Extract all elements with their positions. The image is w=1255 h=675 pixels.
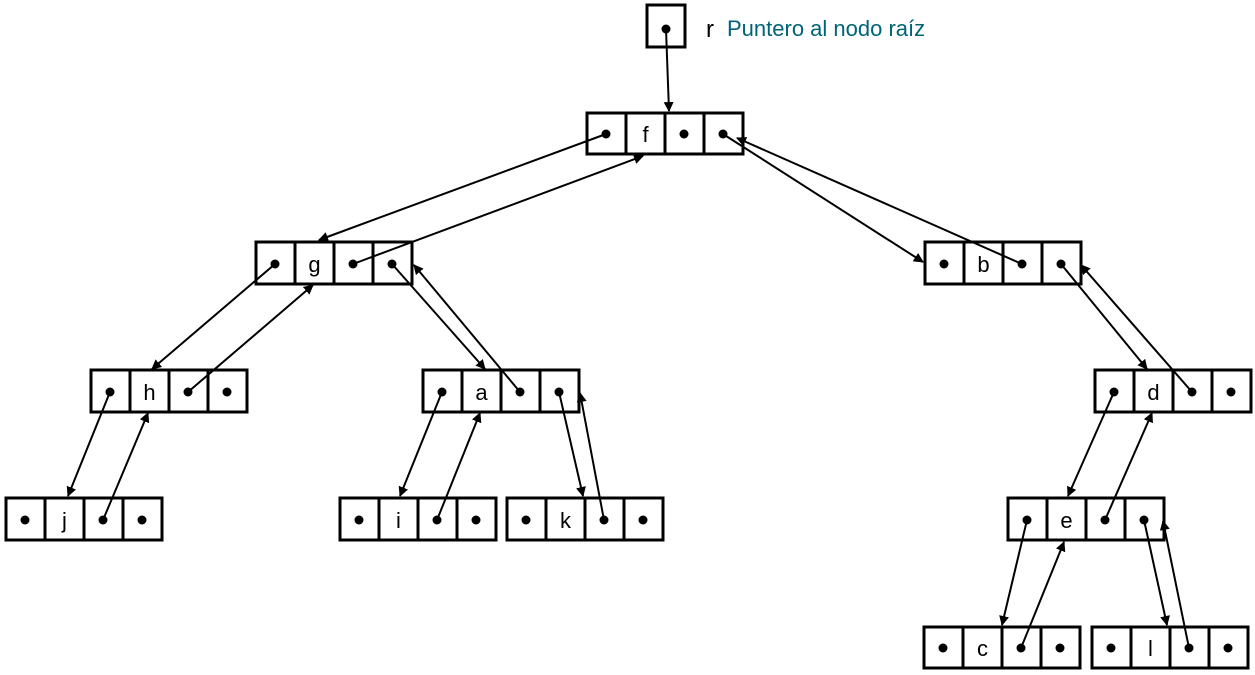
node-l-right-dot xyxy=(1223,643,1233,653)
node-f: f xyxy=(585,111,745,156)
node-c-left-dot xyxy=(938,643,948,653)
arrow-c-parent-to-e xyxy=(1020,541,1066,649)
node-c-right-dot xyxy=(1055,643,1065,653)
node-f-label: f xyxy=(642,122,649,147)
arrow-h-left-to-j xyxy=(66,391,111,497)
node-f-parent-dot xyxy=(679,129,689,139)
arrow-g-right-to-a xyxy=(391,263,486,370)
arrow-f-left-to-g xyxy=(318,133,607,242)
node-h-value-cell xyxy=(128,368,171,414)
node-b-left-dot xyxy=(939,259,949,269)
arrow-l-parent-to-e xyxy=(1159,520,1190,649)
node-l-left-dot xyxy=(1106,643,1116,653)
arrow-a-right-to-k xyxy=(558,391,586,497)
node-k-left-dot xyxy=(521,515,531,525)
node-a-label: a xyxy=(475,380,488,405)
arrow-f-right-to-b xyxy=(722,133,924,263)
root-pointer-arrow xyxy=(663,28,674,112)
node-d-right-dot xyxy=(1226,387,1236,397)
node-c: c xyxy=(922,625,1082,670)
arrow-a-left-to-i xyxy=(398,391,443,497)
node-k-label: k xyxy=(560,508,572,533)
arrow-h-parent-to-g xyxy=(187,284,314,393)
arrow-a-parent-to-g xyxy=(413,264,521,393)
node-k: k xyxy=(505,496,665,542)
root-pointer-name: r xyxy=(706,16,714,43)
root-pointer: r Puntero al nodo raíz xyxy=(645,3,925,49)
arrow-g-left-to-h xyxy=(151,263,276,370)
node-h-label: h xyxy=(143,380,155,405)
node-d: d xyxy=(1093,368,1253,414)
node-b: b xyxy=(923,240,1083,286)
arrow-e-right-to-l xyxy=(1143,519,1170,626)
node-j-label: j xyxy=(61,508,67,533)
arrow-k-parent-to-a xyxy=(576,392,605,521)
node-j-parent-pointer xyxy=(82,496,125,542)
arrow-b-right-to-d xyxy=(1060,263,1148,370)
node-h: h xyxy=(89,368,249,414)
node-i-value-cell xyxy=(377,496,420,542)
node-j-left-dot xyxy=(20,515,30,525)
node-b-label: b xyxy=(977,252,989,277)
arrow-d-left-to-e xyxy=(1067,391,1115,497)
node-i-left-dot xyxy=(354,515,364,525)
arrow-i-parent-to-a xyxy=(436,412,482,521)
node-a: a xyxy=(421,368,581,414)
node-g-label: g xyxy=(308,252,320,277)
arrow-e-parent-to-d xyxy=(1104,412,1153,521)
root-pointer-caption: Puntero al nodo raíz xyxy=(727,16,925,41)
node-i: i xyxy=(338,496,498,542)
arrow-b-parent-to-f xyxy=(736,137,1023,265)
node-l-label: l xyxy=(1148,636,1153,661)
node-i-right-dot xyxy=(471,515,481,525)
arrow-e-left-to-c xyxy=(999,519,1028,626)
node-f-parent-pointer xyxy=(663,111,706,156)
node-h-right-dot xyxy=(222,387,232,397)
node-j-right-dot xyxy=(137,515,147,525)
node-e-label: e xyxy=(1060,508,1072,533)
arrow-d-parent-to-b xyxy=(1080,264,1193,393)
arrow-g-parent-to-f xyxy=(352,154,644,265)
node-i-left-pointer xyxy=(338,496,381,542)
node-e-value-cell xyxy=(1045,496,1088,542)
node-d-label: d xyxy=(1147,380,1159,405)
node-k-right-dot xyxy=(638,515,648,525)
node-j: j xyxy=(4,496,164,542)
node-l: l xyxy=(1090,625,1250,670)
node-e: e xyxy=(1006,496,1166,542)
node-b-value-cell xyxy=(962,240,1005,286)
node-g: g xyxy=(254,240,414,286)
node-c-label: c xyxy=(977,636,988,661)
node-i-label: i xyxy=(396,508,401,533)
arrow-j-parent-to-h xyxy=(102,412,150,521)
